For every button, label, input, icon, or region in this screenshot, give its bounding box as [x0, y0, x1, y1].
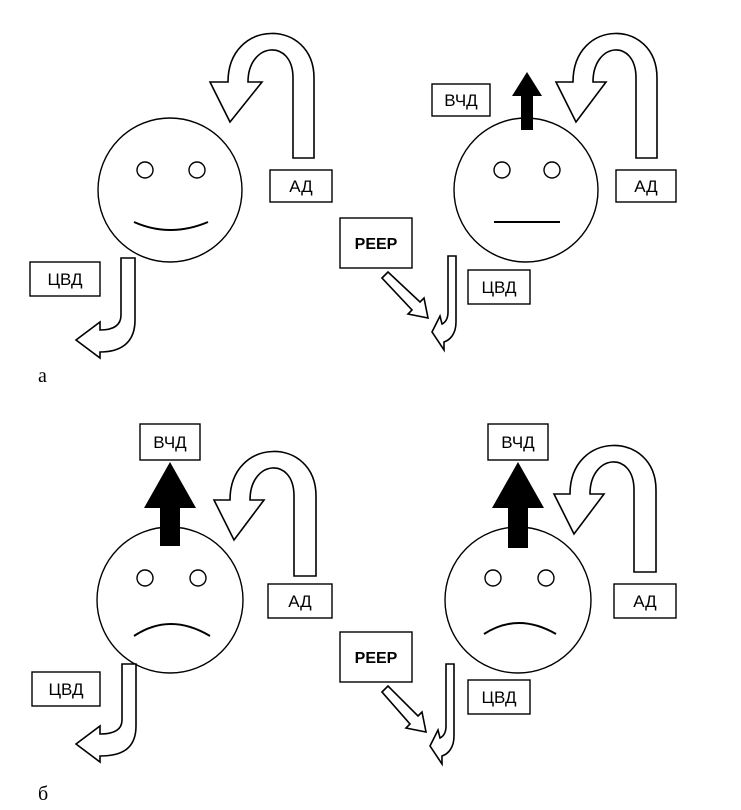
- face-eye-right: [537, 569, 555, 587]
- ad-label: АД: [633, 592, 657, 611]
- cvd-down-arrow: [431, 255, 457, 353]
- cvd-label-box: [467, 679, 531, 715]
- panel-letter-b: б: [38, 783, 48, 805]
- vchd-label-box: [487, 423, 549, 461]
- face-eye-left: [493, 161, 511, 179]
- ad-label: АД: [634, 177, 658, 196]
- face-mouth-frown: [483, 622, 557, 635]
- cvd-label-box: [31, 671, 101, 707]
- face-happy: [97, 117, 243, 263]
- face-eye-left: [136, 569, 154, 587]
- ad-label-box: [269, 169, 333, 203]
- ad-label: АД: [289, 177, 313, 196]
- face-sad: [96, 526, 244, 674]
- cvd-label-box: [467, 269, 531, 305]
- panel-letter-a: а: [38, 365, 47, 387]
- cvd-label: ЦВД: [47, 270, 83, 289]
- panel-b-right: ВЧД АД PEEP ЦВД: [339, 423, 677, 767]
- ad-label: АД: [288, 592, 312, 611]
- face-mouth-smile: [133, 221, 209, 231]
- peep-label: PEEP: [355, 650, 398, 667]
- ad-hook-arrow: [212, 450, 317, 577]
- cvd-label: ЦВД: [481, 688, 517, 707]
- cvd-down-arrow: [74, 257, 136, 360]
- peep-label-box: [339, 631, 413, 683]
- face-mouth-frown: [133, 623, 211, 637]
- panel-a-left: АД ЦВД: [29, 32, 333, 360]
- vchd-label-box: [431, 83, 491, 117]
- ad-label-box: [613, 583, 677, 619]
- ad-hook-arrow: [554, 32, 658, 159]
- face-eye-left: [136, 161, 154, 179]
- peep-label: PEEP: [355, 236, 398, 253]
- vchd-up-arrow: [512, 72, 542, 130]
- ad-hook-arrow: [208, 32, 315, 159]
- cvd-down-arrow: [429, 663, 455, 767]
- vchd-label-box: [139, 423, 201, 461]
- face-eye-right: [543, 161, 561, 179]
- vchd-up-arrow: [492, 462, 544, 548]
- vchd-label: ВЧД: [153, 433, 187, 452]
- face-sad: [444, 526, 592, 674]
- face-eye-right: [188, 161, 206, 179]
- vchd-label: ВЧД: [444, 91, 478, 110]
- cvd-label-box: [29, 261, 101, 297]
- peep-label-box: [339, 217, 413, 269]
- peep-diagonal-arrow: [380, 270, 430, 320]
- ad-label-box: [267, 583, 333, 619]
- vchd-label: ВЧД: [501, 433, 535, 452]
- panel-b-left: ВЧД АД ЦВД: [31, 423, 333, 764]
- ad-label-box: [615, 169, 677, 203]
- face-eye-right: [189, 569, 207, 587]
- face-eye-left: [484, 569, 502, 587]
- vchd-up-arrow: [144, 462, 196, 546]
- panel-a-right: ВЧД АД PEEP ЦВД: [339, 32, 677, 353]
- cvd-label: ЦВД: [48, 680, 84, 699]
- cvd-down-arrow: [74, 663, 137, 764]
- ad-hook-arrow: [552, 444, 657, 573]
- face-neutral: [453, 117, 599, 263]
- peep-diagonal-arrow: [380, 684, 428, 734]
- cvd-label: ЦВД: [481, 278, 517, 297]
